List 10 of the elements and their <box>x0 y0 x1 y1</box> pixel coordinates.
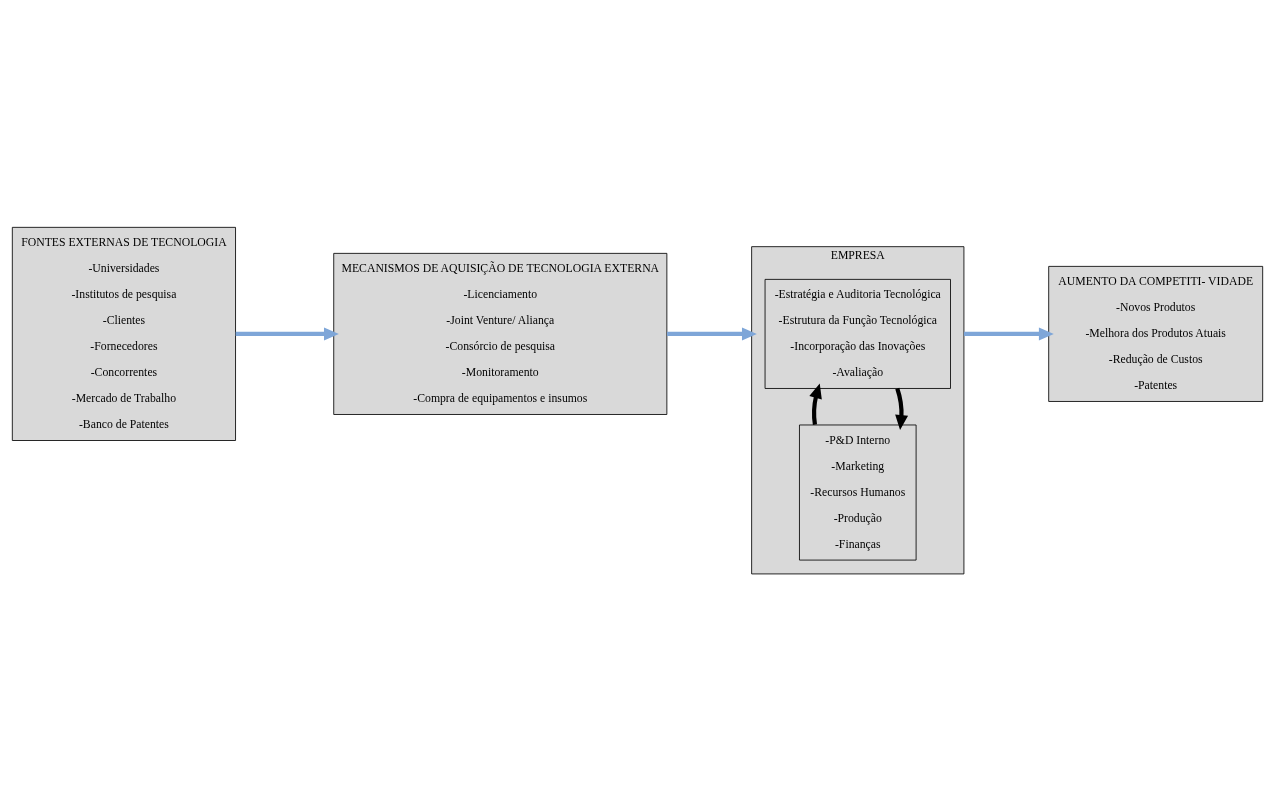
arrow <box>235 327 339 341</box>
node-box: -P&D Interno -Marketing -Recursos Humanos -Produção -Finanças <box>799 424 917 561</box>
node-box: MECANISMOS DE AQUISIÇÃO DE TECNOLOGIA EXTERNA -Licenciamento -Joint Venture/ Aliança -Consórcio de pesquisa -Monitoramento -Compra de equipamentos e insumos <box>333 252 668 415</box>
arrow <box>895 387 909 430</box>
arrow <box>963 327 1054 341</box>
arrow <box>809 383 822 425</box>
node-box: FONTES EXTERNAS DE TECNOLOGIA -Universidades -Institutos de pesquisa -Clientes -Fornecedores -Concorrentes -Mercado de Trabalho -Banco de Patentes <box>11 226 236 441</box>
node-box: AUMENTO DA COMPETITI- VIDADE -Novos Produtos -Melhora dos Produtos Atuais -Redução de Custos -Patentes <box>1048 265 1264 402</box>
node-box: -Estratégia e Auditoria Tecnológica -Estrutura da Função Tecnológica -Incorporação das Inovações -Avaliação <box>764 278 951 389</box>
arrow <box>667 327 757 341</box>
